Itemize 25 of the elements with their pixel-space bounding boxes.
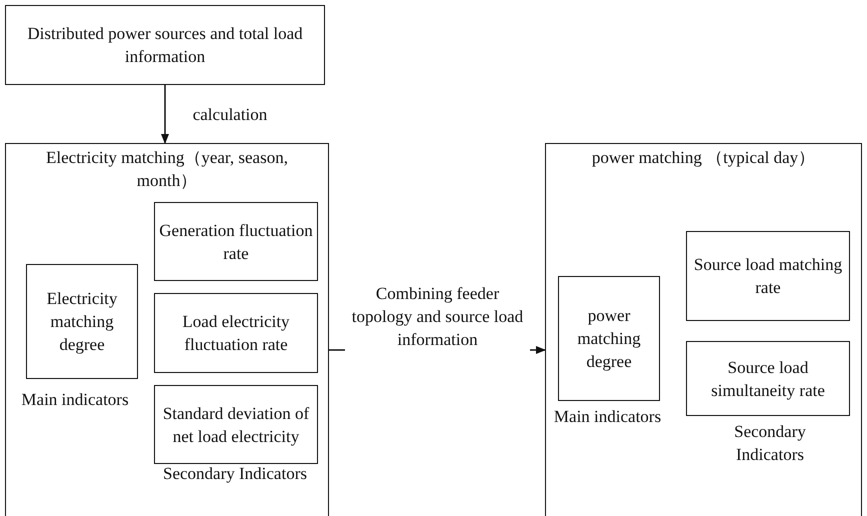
- group-title: Electricity matching（year, season, month）: [45, 147, 289, 192]
- process-box: [154, 385, 318, 464]
- process-box: [154, 293, 318, 373]
- process-box: [154, 202, 318, 281]
- process-box: [686, 341, 850, 416]
- box-text: Distributed power sources and total load information: [26, 23, 304, 68]
- process-box: [558, 276, 660, 401]
- indicator-label: Main indicators: [552, 406, 662, 428]
- box-text: Standard deviation of net load electricity: [162, 402, 310, 448]
- arrow: [161, 85, 169, 144]
- group-title: power matching （typical day）: [590, 147, 816, 169]
- indicator-label: Secondary Indicators: [162, 463, 308, 485]
- group-box: [545, 143, 862, 516]
- process-box: [5, 5, 325, 85]
- group-box: [5, 143, 329, 516]
- indicator-label: Main indicators: [20, 389, 130, 411]
- indicator-label: Secondary Indicators: [733, 421, 807, 466]
- box-text: power matching degree: [576, 305, 642, 373]
- process-box: [26, 264, 138, 379]
- box-text: Electricity matching degree: [46, 288, 118, 356]
- process-box: [686, 231, 850, 321]
- box-text: Load electricity fluctuation rate: [181, 311, 291, 356]
- box-text: Source load simultaneity rate: [710, 356, 826, 402]
- box-text: Generation fluctuation rate: [159, 220, 313, 264]
- box-text: Source load matching rate: [692, 254, 844, 299]
